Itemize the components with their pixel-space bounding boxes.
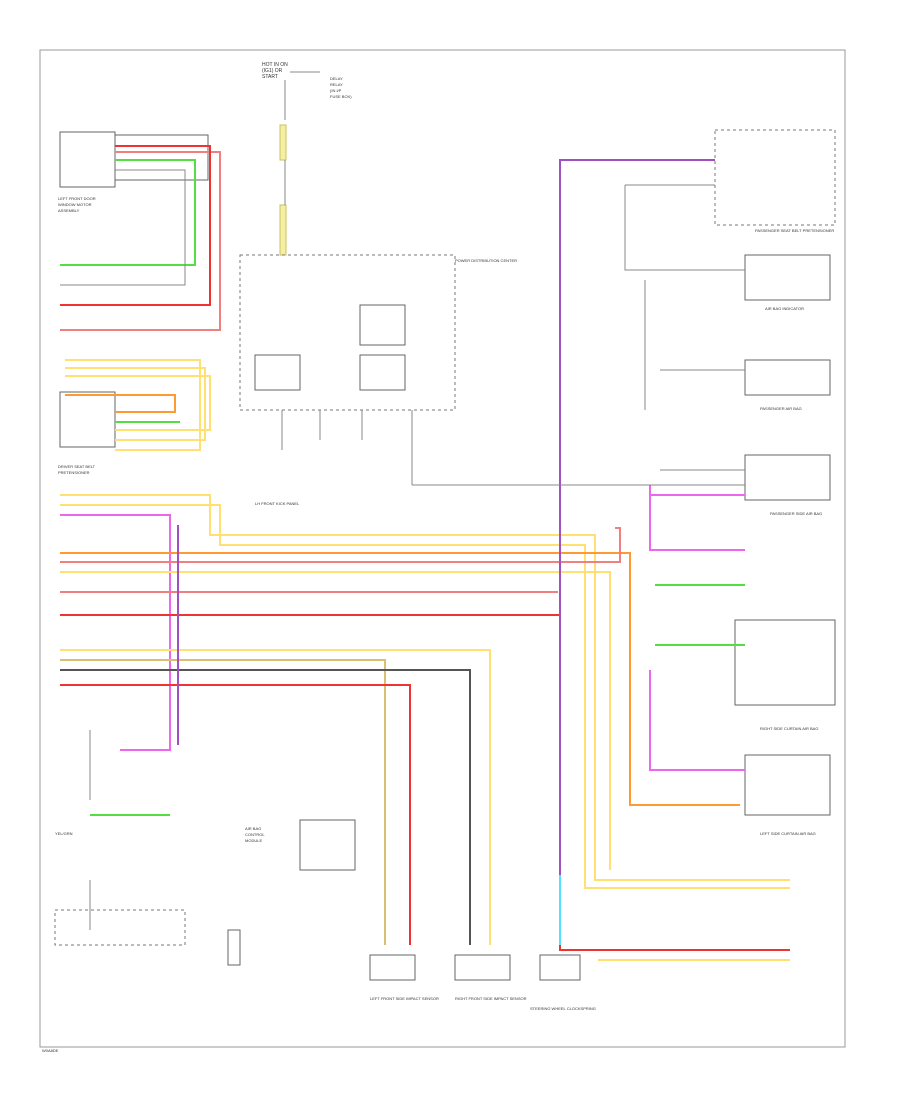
top-note-line-1: DELAY <box>330 76 343 81</box>
passenger-pretensioner-box <box>714 129 836 226</box>
driver-seatbelt-label: DRIVER SEAT BELT <box>58 464 96 469</box>
right-label-3: PASSENGER AIR BAG <box>760 406 802 411</box>
left-bottom-label: YEL/GRN <box>55 831 73 836</box>
clockspring-label: STEERING WHEEL CLOCKSPRING <box>530 1006 596 1011</box>
wire-green-1 <box>60 159 196 266</box>
right-sensor-label: RIGHT FRONT SIDE IMPACT SENSOR <box>455 996 527 1001</box>
bus-yellow-1 <box>60 494 790 881</box>
clockspring-connector <box>539 954 581 981</box>
module-line-2: CONTROL <box>245 832 265 837</box>
relay-1 <box>359 304 406 346</box>
relay-3 <box>359 354 406 391</box>
fuse-2 <box>279 204 287 256</box>
right-label-4: PASSENGER SIDE AIR BAG <box>770 511 822 516</box>
right-label-5: RIGHT SIDE CURTAIN AIR BAG <box>760 726 818 731</box>
left-sensor-label: LEFT FRONT SIDE IMPACT SENSOR <box>370 996 439 1001</box>
wire-yellow-1 <box>65 359 201 451</box>
footer-code: W0A8DE <box>42 1048 59 1053</box>
module-line-3: MODULE <box>245 838 262 843</box>
top-note-line-2: RELAY <box>330 82 343 87</box>
top-power-supply: HOT IN ON (IG1) OR START DELAY RELAY (IN… <box>262 62 352 256</box>
driver-seat-belt-component: DRIVER SEAT BELT PRETENSIONER <box>58 391 116 475</box>
wire-gray-1 <box>60 169 186 286</box>
bus-yellow-3 <box>60 571 611 870</box>
relay-2 <box>254 354 301 391</box>
airbag-indicator-box <box>744 254 831 301</box>
bus-yellow-4 <box>60 649 491 945</box>
diagram-frame <box>39 49 846 1048</box>
bus-black-1 <box>60 669 471 945</box>
airbag-control-module: AIR BAG CONTROL MODULE <box>227 819 356 966</box>
driver-pretensioner-label: PRETENSIONER <box>58 470 90 475</box>
right-side-impact-sensor <box>454 954 511 981</box>
wire-magenta-right-2 <box>649 670 745 771</box>
right-label-1: PASSENGER SEAT BELT PRETENSIONER <box>755 228 834 233</box>
right-label-6: LEFT SIDE CURTAIN AIR BAG <box>760 831 816 836</box>
wire-red-1 <box>60 145 211 306</box>
power-distribution-center: POWER DISTRIBUTION CENTER LH FRONT KICK … <box>239 254 517 506</box>
left-side-impact-sensor <box>369 954 416 981</box>
bus-pink-1 <box>60 527 621 563</box>
right-label-2: AIR BAG INDICATOR <box>765 306 804 311</box>
left-front-door-component: LEFT FRONT DOOR WINDOW MOTOR ASSEMBLY <box>58 131 209 213</box>
wire-magenta-right-1 <box>649 485 745 551</box>
right-curtain-box <box>734 619 836 706</box>
right-components: PASSENGER SEAT BELT PRETENSIONER AIR BAG… <box>714 129 836 836</box>
wire-orange-1 <box>65 394 176 413</box>
bus-magenta-1 <box>60 514 171 751</box>
bus-red-2 <box>60 684 411 945</box>
left-door-label: LEFT FRONT DOOR <box>58 196 96 201</box>
ground-label: LH FRONT KICK PANEL <box>255 501 300 506</box>
top-note-line-3: (IN I/P <box>330 88 342 93</box>
wire-pink-1 <box>60 151 221 331</box>
top-component-line-3: START <box>262 74 278 80</box>
bus-yellow-2 <box>60 504 790 889</box>
left-window-label: WINDOW MOTOR <box>58 202 92 207</box>
pdc-label: POWER DISTRIBUTION CENTER <box>455 258 517 263</box>
top-component-line-2: (IG1) OR <box>262 68 283 74</box>
passenger-side-airbag-box <box>744 454 831 501</box>
left-curtain-box <box>744 754 831 816</box>
passenger-airbag-box <box>744 359 831 396</box>
bus-tan-1 <box>60 659 386 945</box>
top-component-line-1: HOT IN ON <box>262 62 288 68</box>
module-line-1: AIR BAG <box>245 826 261 831</box>
wire-yellow-2 <box>65 367 206 441</box>
left-bottom-components: YEL/GRN <box>54 730 186 946</box>
fuse-1 <box>279 124 287 161</box>
left-assembly-label: ASSEMBLY <box>58 208 80 213</box>
top-note-line-4: FUSE BOX) <box>330 94 352 99</box>
wire-purple <box>177 159 715 880</box>
bus-orange-1 <box>60 552 740 806</box>
wire-yellow-3 <box>65 375 211 431</box>
bottom-sensors: LEFT FRONT SIDE IMPACT SENSOR RIGHT FRON… <box>369 954 596 1011</box>
wire-black-right-1 <box>624 185 745 271</box>
